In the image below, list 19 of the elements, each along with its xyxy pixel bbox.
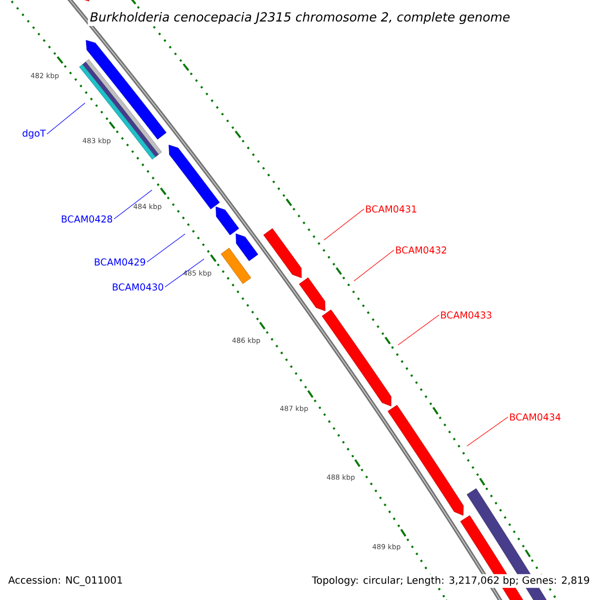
gene-label: BCAM0428: [62, 215, 112, 223]
gene-label: BCAM0429: [94, 258, 146, 266]
gene-label: BCAM0433: [441, 311, 492, 319]
gene-label: BCAM0434: [510, 413, 561, 421]
leader-line: [164, 258, 204, 288]
gene-label: dgoT: [22, 129, 46, 139]
leader-line: [114, 190, 152, 220]
accession-text: Accession: NC_011001: [6, 574, 125, 588]
leader-line: [466, 416, 508, 446]
genome-info-text: Topology: circular; Length: 3,217,062 bp; Genes: 2,819: [310, 574, 592, 588]
leader-line: [398, 314, 440, 346]
leader-line: [324, 208, 364, 240]
gene-label: BCAM0432: [396, 246, 446, 254]
leader-line: [354, 250, 394, 282]
gene-label: BCAM0430: [112, 283, 164, 291]
title: Burkholderia cenocepacia J2315 chromosome 2, complete genome: [88, 10, 512, 26]
gene-label: BCAM0431: [366, 205, 416, 213]
leader-line: [146, 234, 186, 262]
leader-line: [46, 102, 86, 134]
